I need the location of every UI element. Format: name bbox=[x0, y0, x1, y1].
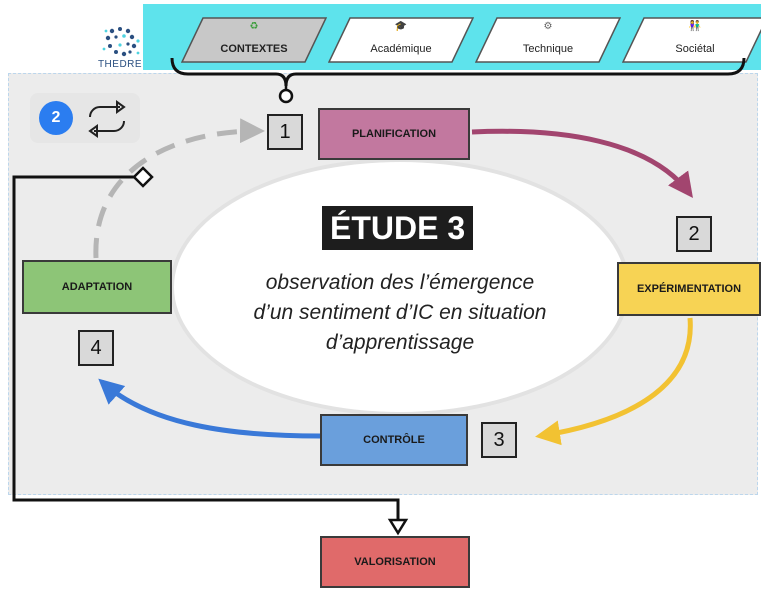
recycle-icon: ♻ bbox=[249, 21, 259, 32]
description-line: observation des l’émergence bbox=[265, 271, 535, 294]
tab-label: CONTEXTES bbox=[220, 43, 288, 55]
step-number-4: 4 bbox=[78, 330, 114, 366]
people-icon: 👫 bbox=[688, 21, 702, 32]
step-number-2: 2 bbox=[676, 216, 712, 252]
contexts-bar: ♻ CONTEXTES 🎓 Académique ⚙ Technique 👫 S… bbox=[143, 4, 761, 70]
planification-step[interactable]: PLANIFICATION bbox=[318, 108, 470, 160]
tab-label: Académique bbox=[370, 43, 432, 55]
adaptation-step[interactable]: ADAPTATION bbox=[22, 260, 172, 314]
tab-academique[interactable]: 🎓 Académique bbox=[328, 17, 474, 63]
controle-step[interactable]: CONTRÔLE bbox=[320, 414, 468, 466]
step-number-3: 3 bbox=[481, 422, 517, 458]
arrow-adapt-to-plan bbox=[93, 118, 265, 259]
tab-technique[interactable]: ⚙ Technique bbox=[475, 17, 621, 63]
iteration-number: 2 bbox=[39, 101, 73, 135]
step-number-1: 1 bbox=[267, 114, 303, 150]
thedre-logo bbox=[98, 25, 150, 75]
tab-societal[interactable]: 👫 Sociétal bbox=[622, 17, 761, 63]
logo-name: THEDRE bbox=[97, 59, 143, 70]
tab-label: Sociétal bbox=[675, 43, 715, 55]
cycle-arrows-icon bbox=[84, 99, 130, 144]
gear-icon: ⚙ bbox=[543, 21, 553, 32]
valorisation-step[interactable]: VALORISATION bbox=[320, 536, 470, 588]
center-ellipse bbox=[170, 158, 630, 416]
tab-contextes[interactable]: ♻ CONTEXTES bbox=[181, 17, 327, 63]
study-title: ÉTUDE 3 bbox=[322, 206, 474, 250]
graduation-cap-icon: 🎓 bbox=[394, 21, 408, 32]
arrow-plan-to-exp bbox=[471, 128, 693, 199]
experimentation-step[interactable]: EXPÉRIMENTATION bbox=[617, 262, 761, 316]
tab-label: Technique bbox=[522, 43, 574, 55]
arrow-ctrl-to-adapt bbox=[98, 378, 321, 439]
description-line: d’apprentissage bbox=[325, 331, 475, 354]
study-description: observation des l’émergence d’un sentime… bbox=[215, 268, 585, 358]
arrow-exp-to-ctrl bbox=[535, 317, 693, 446]
description-line: d’un sentiment d’IC en situation bbox=[253, 301, 547, 324]
